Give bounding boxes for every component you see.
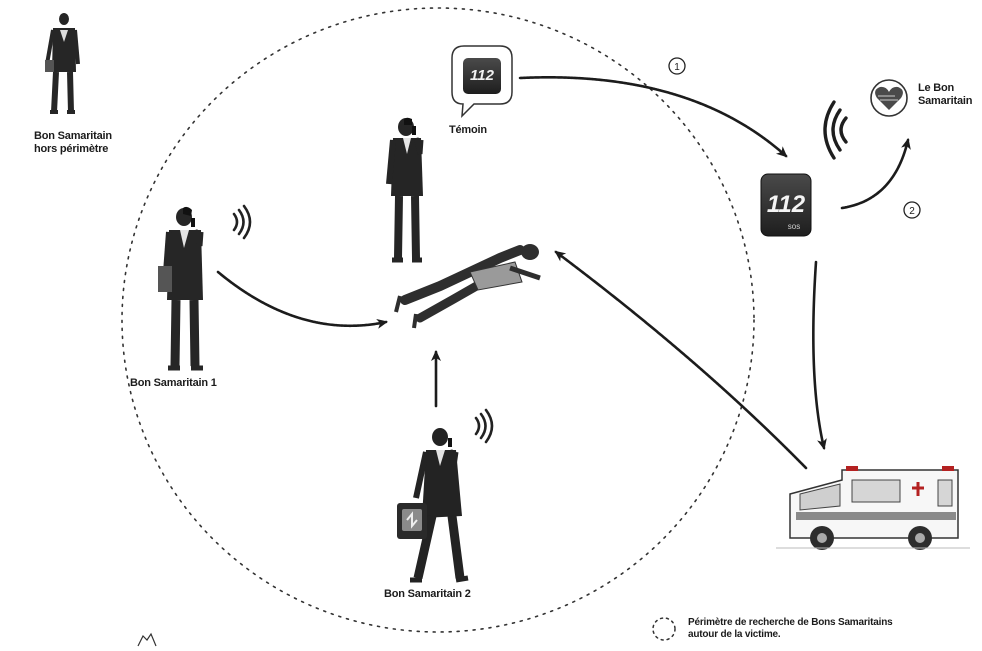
bubble-112-text: 112 bbox=[470, 67, 495, 84]
victim-icon bbox=[394, 244, 541, 329]
badge-sos-text: sos bbox=[788, 222, 800, 231]
legend-label: Périmètre de recherche de Bons Samaritai… bbox=[688, 617, 893, 641]
arrow-ambulance-to-victim bbox=[554, 250, 808, 470]
step-2-marker: 2 bbox=[903, 201, 921, 219]
samaritan-2-figure bbox=[410, 428, 469, 583]
legend-perimeter-icon bbox=[652, 617, 676, 641]
heart-hands-icon bbox=[870, 79, 908, 117]
speech-bubble-icon: 112 bbox=[451, 45, 513, 118]
witness-label-text: Témoin bbox=[449, 124, 487, 136]
outside-samaritan-label: Bon Samaritain hors périmètre bbox=[34, 130, 112, 156]
samaritan-1-label: Bon Samaritain 1 bbox=[130, 377, 217, 390]
phone-signal-icon bbox=[232, 204, 252, 240]
witness-figure bbox=[386, 117, 424, 263]
arrow-112-to-ambulance bbox=[812, 260, 827, 450]
witness-label: Témoin bbox=[449, 124, 487, 137]
legend-line2: autour de la victime. bbox=[688, 629, 781, 640]
search-perimeter bbox=[121, 7, 755, 633]
app-name-line1: Le Bon bbox=[918, 82, 955, 94]
defibrillator-icon bbox=[397, 503, 427, 539]
step-1-number: 1 bbox=[674, 62, 680, 73]
samaritan-1-label-text: Bon Samaritain 1 bbox=[130, 377, 217, 389]
outside-samaritan-label-line2: hors périmètre bbox=[34, 143, 109, 155]
emergency-112-badge: 112 sos bbox=[760, 173, 812, 237]
arrow-witness-to-112 bbox=[518, 76, 788, 158]
badge-112-text: 112 bbox=[767, 191, 806, 218]
app-name-label: Le Bon Samaritain bbox=[918, 82, 972, 108]
step-2-number: 2 bbox=[909, 206, 915, 217]
step-1-marker: 1 bbox=[668, 57, 686, 75]
outside-samaritan-label-line1: Bon Samaritain bbox=[34, 130, 112, 142]
samaritan-1-figure bbox=[158, 206, 204, 371]
corner-mark-icon bbox=[137, 632, 157, 647]
outside-samaritan-figure bbox=[45, 13, 80, 114]
app-signal-icon bbox=[823, 100, 848, 160]
arrow-samaritan1-to-victim bbox=[216, 270, 388, 329]
legend-line1: Périmètre de recherche de Bons Samaritai… bbox=[688, 617, 893, 628]
app-name-line2: Samaritain bbox=[918, 95, 973, 107]
samaritan-2-label-text: Bon Samaritain 2 bbox=[384, 588, 471, 600]
ambulance-icon bbox=[776, 466, 970, 550]
phone-signal-icon-2 bbox=[474, 408, 494, 444]
arrow-112-to-app bbox=[840, 138, 911, 210]
samaritan-2-label: Bon Samaritain 2 bbox=[384, 588, 471, 601]
